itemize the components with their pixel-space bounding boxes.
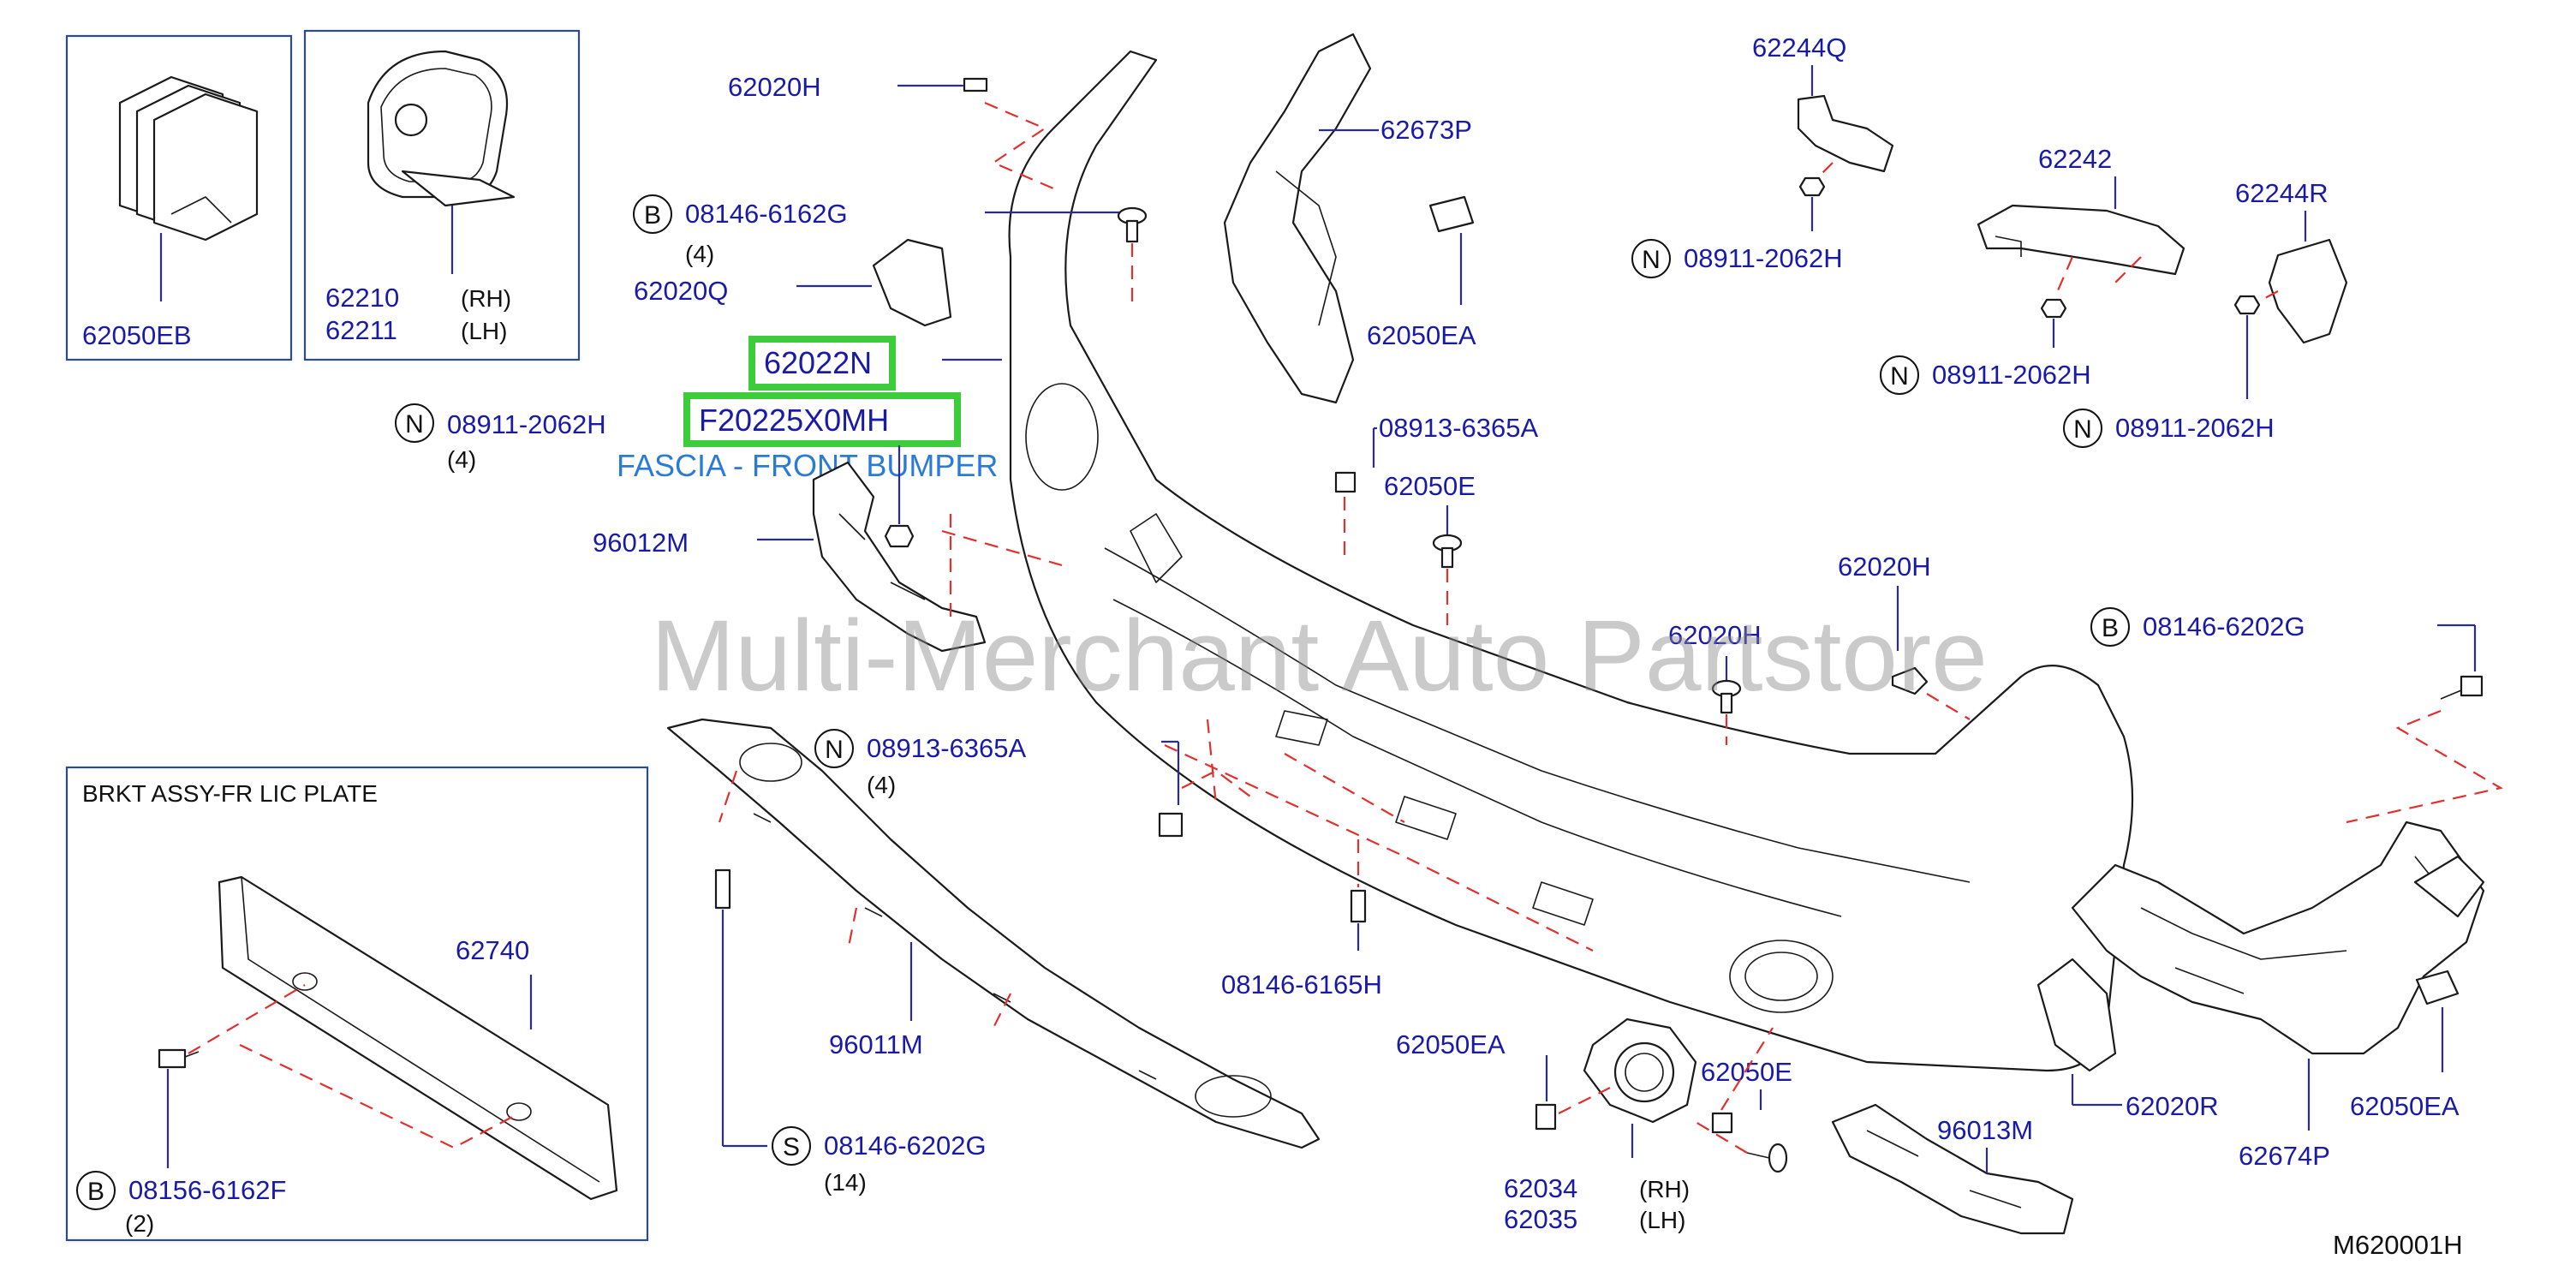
prefix-B-08146-6202G-right: B xyxy=(2102,614,2119,642)
part-label-62050E-bot[interactable]: 62050E xyxy=(1701,1057,1792,1087)
clip-62050EA-mid[interactable] xyxy=(1535,1103,1557,1131)
prefix-N-08911-r1: N xyxy=(1890,362,1909,391)
clip-62050E-bot[interactable] xyxy=(1711,1112,1788,1173)
part-label-62210[interactable]: 62210 xyxy=(325,283,399,313)
qty-08911-left: (4) xyxy=(447,446,476,473)
qty-08156-6162F: (2) xyxy=(125,1210,154,1237)
bracket-box xyxy=(303,29,581,361)
part-label-62674P[interactable]: 62674P xyxy=(2239,1141,2330,1171)
part-label-62673P[interactable]: 62673P xyxy=(1380,115,1472,145)
prefix-S-08146-6202G-bot: S xyxy=(783,1133,800,1161)
highlight-62022N xyxy=(748,336,896,391)
clip-62050EA-top[interactable] xyxy=(1428,195,1475,233)
part-description: FASCIA - FRONT BUMPER xyxy=(617,448,998,483)
clip-62020H-right[interactable] xyxy=(1891,666,1929,695)
lh-label-62211: (LH) xyxy=(461,318,507,344)
part-label-62020R[interactable]: 62020R xyxy=(2126,1091,2219,1121)
part-label-62050EA-right[interactable]: 62050EA xyxy=(2350,1091,2460,1121)
prefix-B-08146-6162G: B xyxy=(644,201,661,230)
part-label-08911-2062H-left[interactable]: 08911-2062H xyxy=(447,409,606,439)
rh-label-62034: (RH) xyxy=(1639,1176,1690,1202)
clip-08913-6365A-bot[interactable] xyxy=(1158,812,1184,838)
qty-08913-bot: (4) xyxy=(867,772,896,798)
part-label-62035[interactable]: 62035 xyxy=(1504,1204,1577,1234)
part-label-62244Q[interactable]: 62244Q xyxy=(1752,33,1846,63)
clip-set-illustration xyxy=(118,75,259,242)
part-label-62242[interactable]: 62242 xyxy=(2038,144,2112,174)
nut-62242[interactable] xyxy=(2040,298,2067,319)
nut-62244Q[interactable] xyxy=(1798,176,1826,197)
part-label-62740[interactable]: 62740 xyxy=(456,935,529,965)
part-label-96013M[interactable]: 96013M xyxy=(1937,1115,2033,1145)
clip-08146-6162G[interactable] xyxy=(1117,206,1148,243)
part-label-62022N[interactable]: 62022N xyxy=(764,345,872,380)
prefix-B-08156-6162F: B xyxy=(87,1178,104,1206)
part-label-62050EA-mid[interactable]: 62050EA xyxy=(1396,1029,1506,1059)
clip-62050EA-right[interactable] xyxy=(2415,970,2460,1005)
bracket-62244Q[interactable] xyxy=(1797,94,1894,173)
bracket-62242[interactable] xyxy=(1977,204,2185,276)
part-label-08913-6365A-top[interactable]: 08913-6365A xyxy=(1379,413,1538,443)
highlight-F20225X0MH xyxy=(683,392,961,447)
rh-label-62210: (RH) xyxy=(461,285,511,312)
lh-label-62035: (LH) xyxy=(1639,1207,1685,1233)
bracket-62673P[interactable] xyxy=(1223,33,1372,404)
part-label-62050EB[interactable]: 62050EB xyxy=(82,320,192,350)
lic-plate-box xyxy=(65,766,649,1242)
oem-number[interactable]: F20225X0MH xyxy=(699,403,889,438)
nut-08911-left[interactable] xyxy=(884,524,915,548)
part-label-62020H-top[interactable]: 62020H xyxy=(728,72,821,102)
part-label-08913-6365A-bot[interactable]: 08913-6365A xyxy=(867,733,1026,763)
bolt-08146-6165H[interactable] xyxy=(1350,889,1367,923)
part-label-08911-2062H-r1[interactable]: 08911-2062H xyxy=(1932,360,2091,390)
part-label-08911-2062H-mid[interactable]: 08911-2062H xyxy=(1684,243,1843,273)
qty-08146-6202G-bot: (14) xyxy=(824,1169,867,1196)
part-label-08146-6202G-bot[interactable]: 08146-6202G xyxy=(824,1131,987,1161)
bracket-62674P[interactable] xyxy=(2071,820,2485,1055)
part-label-96011M[interactable]: 96011M xyxy=(829,1029,923,1059)
front-bumper-fascia[interactable] xyxy=(1008,50,2134,1072)
prefix-N-08911-r2: N xyxy=(2073,415,2092,444)
bolt-08146-6202G-bot[interactable] xyxy=(714,868,731,910)
part-label-62020H-right[interactable]: 62020H xyxy=(1838,552,1931,582)
part-label-62211[interactable]: 62211 xyxy=(325,315,397,345)
part-label-08911-2062H-r2[interactable]: 08911-2062H xyxy=(2115,413,2275,443)
bracket-illustration xyxy=(367,50,516,207)
clip-62050E-top[interactable] xyxy=(1432,534,1463,569)
part-label-08146-6165H[interactable]: 08146-6165H xyxy=(1221,970,1382,999)
lic-plate-bracket-62740[interactable] xyxy=(218,875,618,1201)
cover-62020R[interactable] xyxy=(2036,958,2117,1072)
watermark: Multi-Merchant Auto Partstore xyxy=(651,600,1988,713)
clip-62020H-mid[interactable] xyxy=(1711,679,1742,714)
diagram-code: M620001H xyxy=(2333,1230,2463,1260)
prefix-N-08911-left: N xyxy=(405,410,424,439)
bolt-08156-6162F[interactable] xyxy=(158,1048,200,1069)
part-label-62050E-top[interactable]: 62050E xyxy=(1384,471,1476,501)
part-label-96012M[interactable]: 96012M xyxy=(593,528,689,558)
bracket-96013M[interactable] xyxy=(1831,1103,2074,1235)
reinforcement-96011M[interactable] xyxy=(666,718,1321,1149)
cover-62020Q[interactable] xyxy=(872,238,952,327)
prefix-N-08913-bot: N xyxy=(825,736,844,764)
fog-lamp-62034-62035[interactable] xyxy=(1583,1017,1697,1124)
clip-08913-6365A-top[interactable] xyxy=(1334,471,1357,493)
bracket-96012M[interactable] xyxy=(812,461,987,653)
part-label-62034[interactable]: 62034 xyxy=(1504,1173,1577,1203)
part-label-08146-6202G-right[interactable]: 08146-6202G xyxy=(2143,612,2305,641)
part-label-08146-6162G[interactable]: 08146-6162G xyxy=(685,199,848,229)
qty-08146-6162G: (4) xyxy=(685,241,714,267)
bolt-08146-6202G-right[interactable] xyxy=(2440,675,2484,700)
bracket-62244R[interactable] xyxy=(2268,238,2348,344)
part-label-62244R[interactable]: 62244R xyxy=(2235,178,2329,208)
part-label-08156-6162F[interactable]: 08156-6162F xyxy=(128,1175,286,1205)
part-label-62020H-mid[interactable]: 62020H xyxy=(1668,620,1762,650)
lic-plate-title: BRKT ASSY-FR LIC PLATE xyxy=(82,780,378,807)
part-label-62050EA-top[interactable]: 62050EA xyxy=(1367,320,1476,350)
prefix-N-08911-mid: N xyxy=(1642,246,1661,274)
part-label-62020Q[interactable]: 62020Q xyxy=(634,276,728,306)
clip-set-box xyxy=(65,34,293,361)
nut-62244R[interactable] xyxy=(2233,295,2261,315)
